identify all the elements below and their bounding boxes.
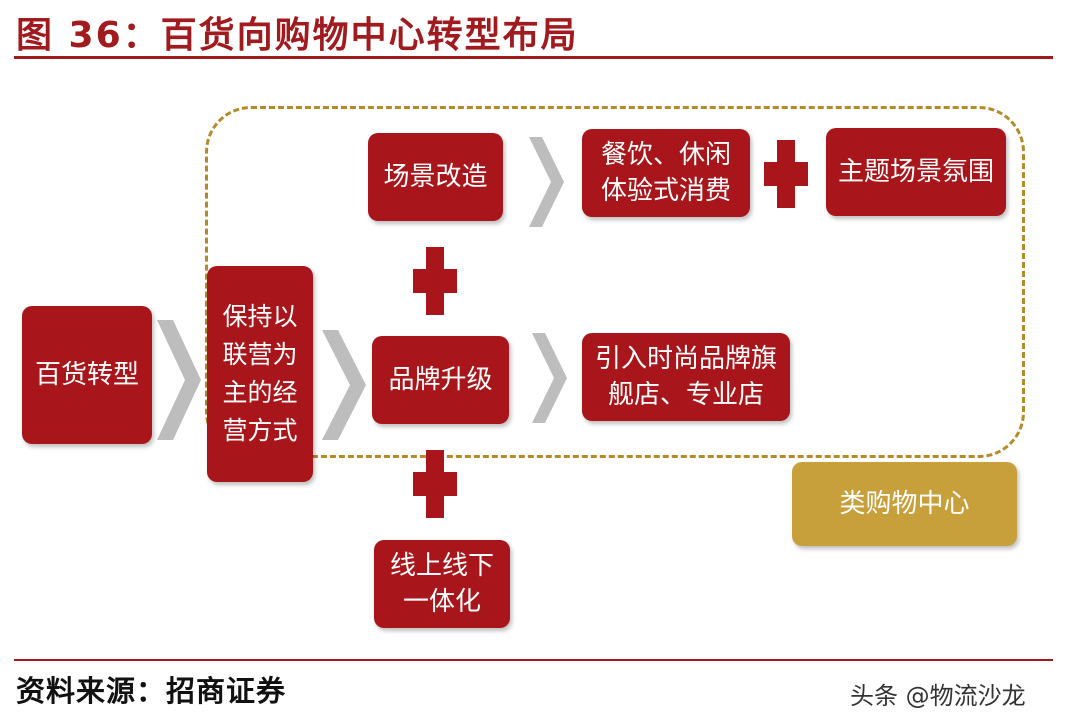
mall-scope-region [205,106,1025,458]
node-flagship-stores: 引入时尚品牌旗 舰店、专业店 [582,333,790,421]
bottom-divider [14,659,1053,661]
figure-title: 图 36：百货向购物中心转型布局 [16,15,579,56]
plus-icon [764,140,808,208]
node-quasi-shopping-mall: 类购物中心 [792,462,1017,546]
chevron-arrow-icon [532,333,567,423]
top-divider [14,56,1053,59]
node-department-store-transformation: 百货转型 [22,306,152,444]
node-brand-upgrade: 品牌升级 [372,336,509,424]
node-dining-leisure-experience: 餐饮、休闲 体验式消费 [582,129,750,217]
node-scene-renovation: 场景改造 [368,133,503,221]
chevron-arrow-icon [322,330,366,440]
watermark: 头条 @物流沙龙 [850,682,1026,710]
node-joint-operation-model: 保持以 联营为 主的经 营方式 [207,266,313,482]
plus-icon [413,247,457,315]
source-note: 资料来源：招商证券 [16,674,287,708]
plus-icon [413,450,457,518]
node-online-offline-integration: 线上线下 一体化 [374,540,510,628]
node-themed-atmosphere: 主题场景氛围 [826,128,1006,216]
chevron-arrow-icon [157,320,201,440]
chevron-arrow-icon [529,137,564,227]
